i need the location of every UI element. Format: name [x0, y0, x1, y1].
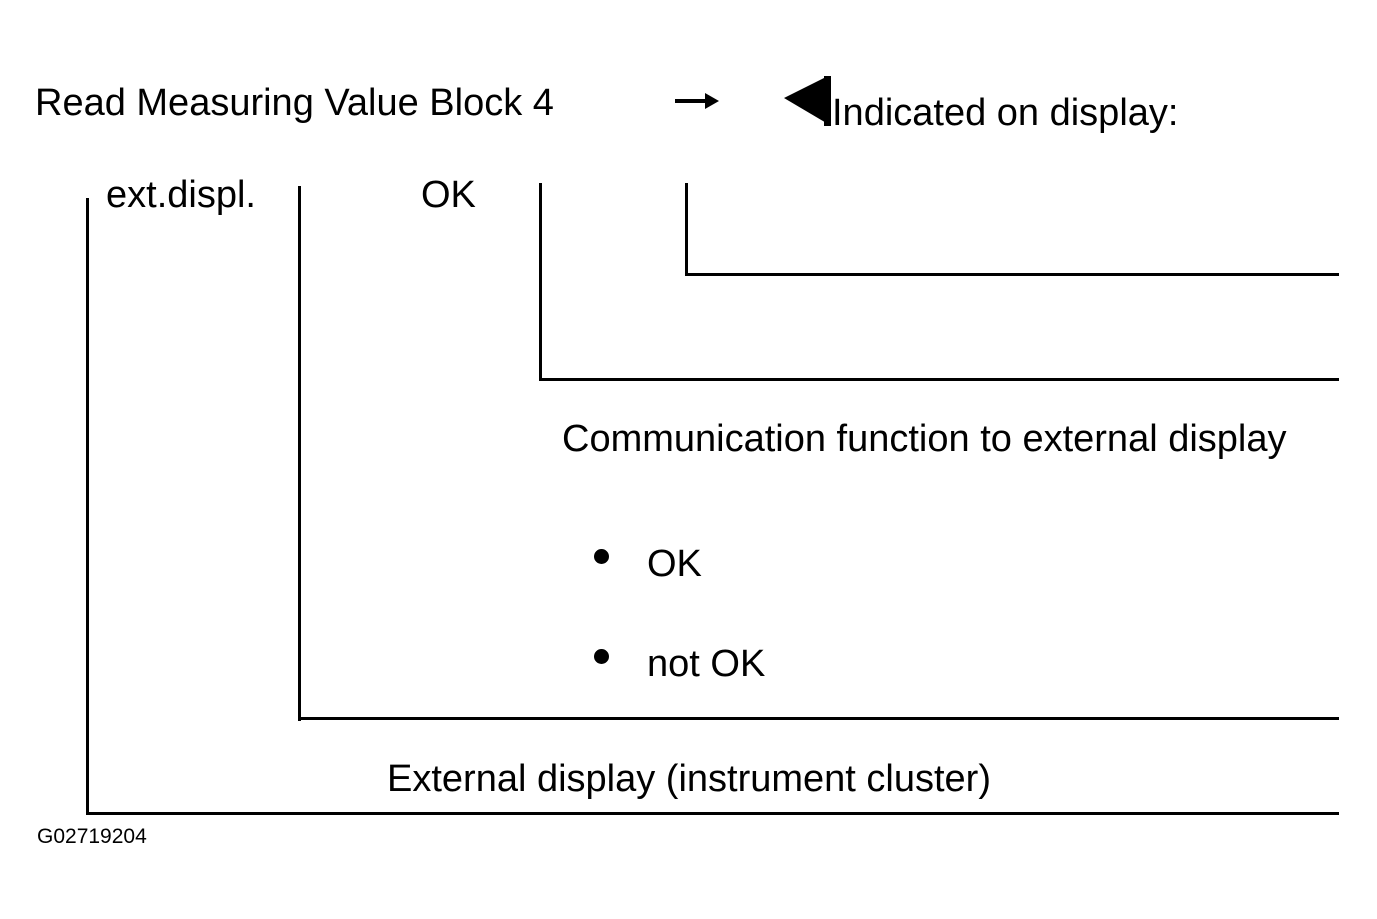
block-title: Read Measuring Value Block 4	[35, 82, 554, 124]
bullet-icon	[594, 549, 609, 564]
external-display-description: External display (instrument cluster)	[387, 758, 991, 800]
bracket-line-4-horizontal	[685, 273, 1339, 276]
field-ok-value: OK	[421, 174, 476, 216]
option-ok: OK	[647, 543, 702, 585]
communication-function-description: Communication function to external displ…	[562, 418, 1287, 460]
bullet-icon	[594, 649, 609, 664]
left-pointer-triangle-icon	[784, 76, 831, 126]
bracket-line-1-vertical	[86, 198, 89, 815]
option-not-ok: not OK	[647, 643, 766, 685]
bracket-line-3-horizontal	[539, 378, 1339, 381]
bracket-line-2-vertical	[298, 186, 301, 721]
field-ext-displ: ext.displ.	[106, 174, 256, 216]
bracket-line-4-vertical	[685, 183, 688, 276]
figure-code: G02719204	[37, 825, 147, 848]
bracket-line-2-horizontal	[298, 717, 1339, 720]
right-arrow-icon	[675, 93, 719, 109]
indicated-on-display-label: Indicated on display:	[832, 92, 1179, 134]
bracket-line-1-horizontal	[86, 812, 1339, 815]
bracket-line-3-vertical	[539, 183, 542, 381]
